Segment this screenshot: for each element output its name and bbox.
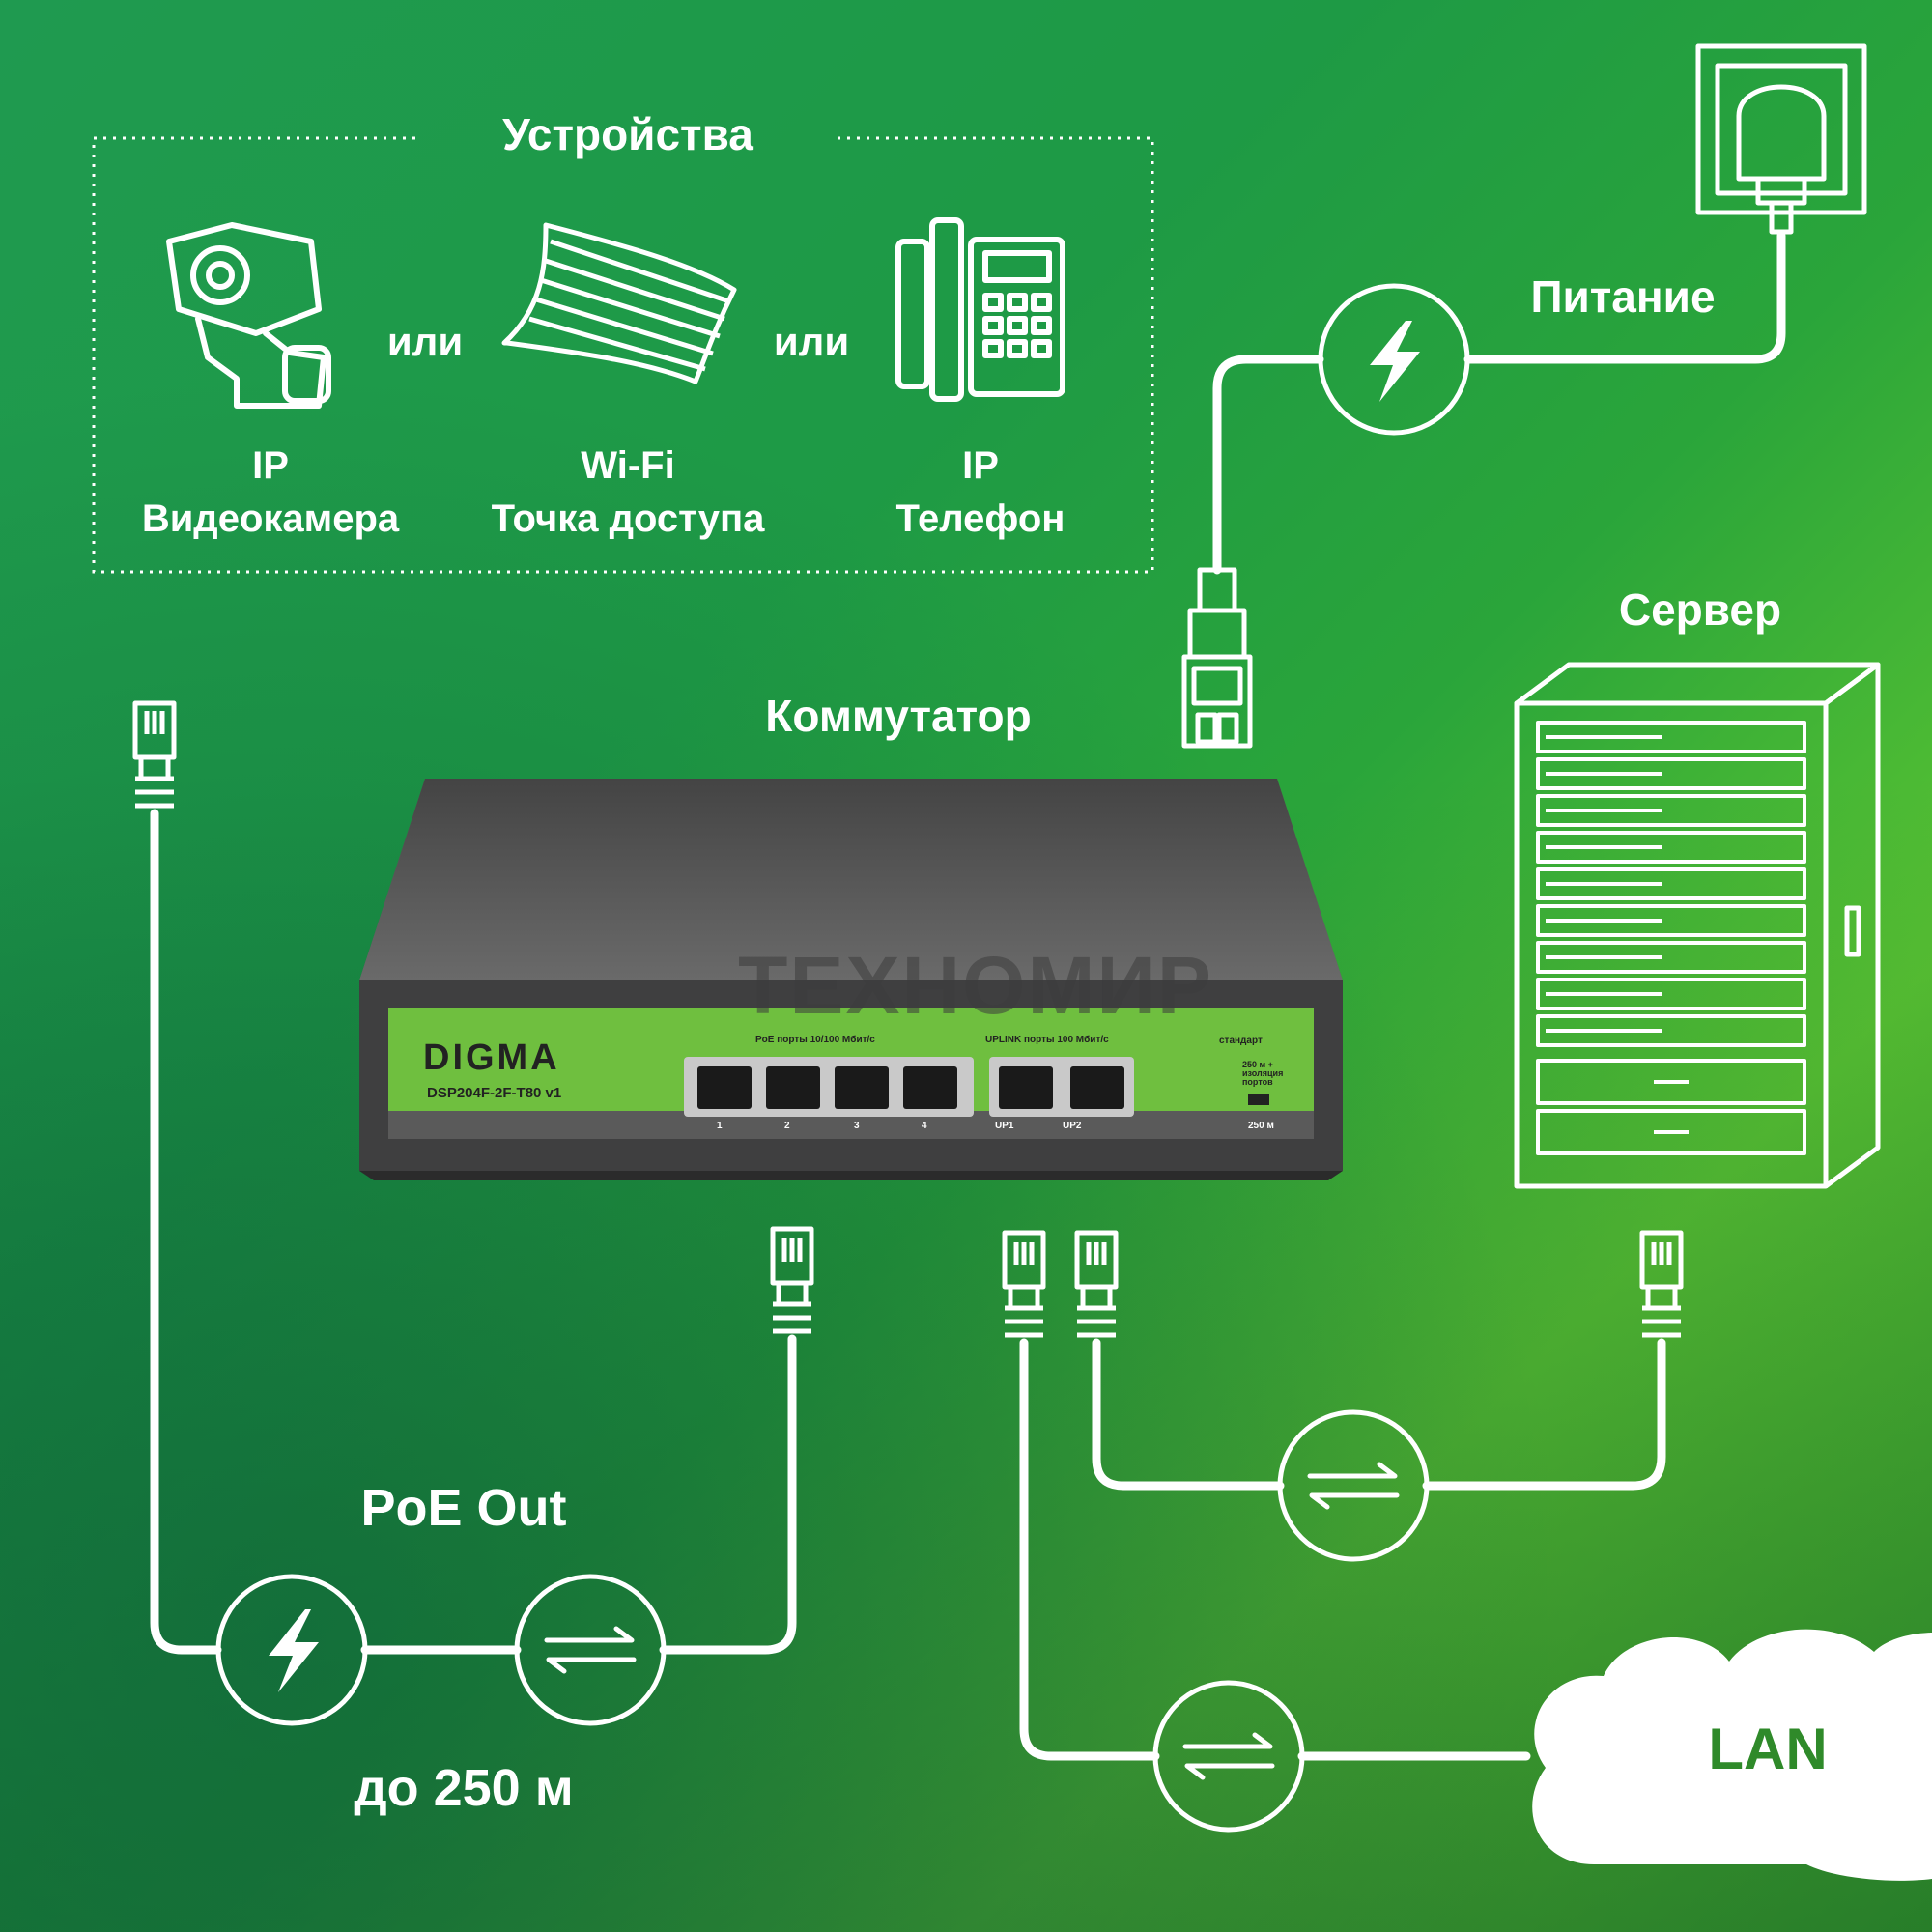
lan-cloud-icon	[1532, 1629, 1932, 1881]
server-label: Сервер	[1618, 584, 1782, 635]
server-rack-icon	[1514, 662, 1881, 1189]
uplink-lan-circle	[1152, 1680, 1305, 1833]
mode-label: 250 м + изоляция портов	[1242, 1060, 1284, 1087]
power-cable	[1212, 231, 1786, 575]
ethernet-plug-icon	[1639, 1230, 1684, 1338]
uplink-ports-label: UPLINK порты 100 Мбит/с	[985, 1035, 1109, 1045]
or-label: или	[773, 319, 850, 364]
ethernet-plug-icon	[770, 1226, 814, 1334]
port-label: 1	[717, 1121, 723, 1131]
standard-label: стандарт	[1219, 1036, 1263, 1046]
uplink-server-circle	[1277, 1409, 1430, 1562]
poe-lightning-circle	[215, 1574, 368, 1726]
device-line1: Wi-Fi	[581, 444, 675, 487]
ethernet-plug-icon	[1002, 1230, 1046, 1338]
ethernet-plug-icon	[1074, 1230, 1119, 1338]
poe-out-label: PoE Out	[360, 1479, 567, 1537]
device-line2: Телефон	[895, 497, 1065, 540]
or-label: или	[386, 319, 464, 364]
lightning-icon	[1370, 321, 1420, 402]
ethernet-plug-icon	[132, 700, 177, 809]
power-connector-icon	[1181, 567, 1253, 749]
device-label-access-point: Wi-Fi Точка доступа	[464, 440, 792, 546]
port-label: 3	[854, 1121, 860, 1131]
cables	[150, 809, 1666, 1761]
port-label: 4	[922, 1121, 927, 1131]
power-label: Питание	[1530, 271, 1716, 322]
device-label-camera: IP Видеокамера	[106, 440, 435, 546]
distance-label: до 250 м	[354, 1759, 574, 1817]
devices-frame	[92, 136, 1154, 574]
device-line1: IP	[252, 444, 289, 487]
ip-phone-icon	[895, 217, 1065, 402]
port-label: 2	[784, 1121, 790, 1131]
uplink-port-label: UP1	[995, 1121, 1014, 1131]
power-socket-icon	[1695, 43, 1867, 235]
device-line1: IP	[962, 444, 999, 487]
network-switch	[359, 779, 1343, 1180]
led-label: 250 м	[1248, 1121, 1274, 1131]
switch-label: Коммутатор	[765, 691, 1032, 741]
device-label-phone: IP Телефон	[850, 440, 1111, 546]
switch-model: DSP204F-2F-T80 v1	[427, 1085, 562, 1101]
wifi-access-point-icon	[501, 222, 737, 384]
lightning-icon	[269, 1609, 319, 1692]
ip-camera-icon	[166, 222, 331, 409]
lan-label: LAN	[1708, 1717, 1828, 1781]
poe-data-circle	[514, 1574, 667, 1726]
power-icon-circle	[1318, 283, 1470, 436]
switch-brand: DIGMA	[423, 1037, 560, 1078]
exchange-arrows-icon	[1307, 1462, 1400, 1510]
watermark: ТЕХНОМИР	[738, 940, 1213, 1031]
uplink-port-label: UP2	[1063, 1121, 1082, 1131]
device-line2: Точка доступа	[491, 497, 765, 540]
devices-title: Устройства	[502, 109, 753, 159]
exchange-arrows-icon	[1182, 1732, 1275, 1780]
device-line2: Видеокамера	[141, 497, 400, 540]
exchange-arrows-icon	[544, 1626, 637, 1674]
poe-ports-label: PoE порты 10/100 Мбит/с	[755, 1035, 875, 1045]
